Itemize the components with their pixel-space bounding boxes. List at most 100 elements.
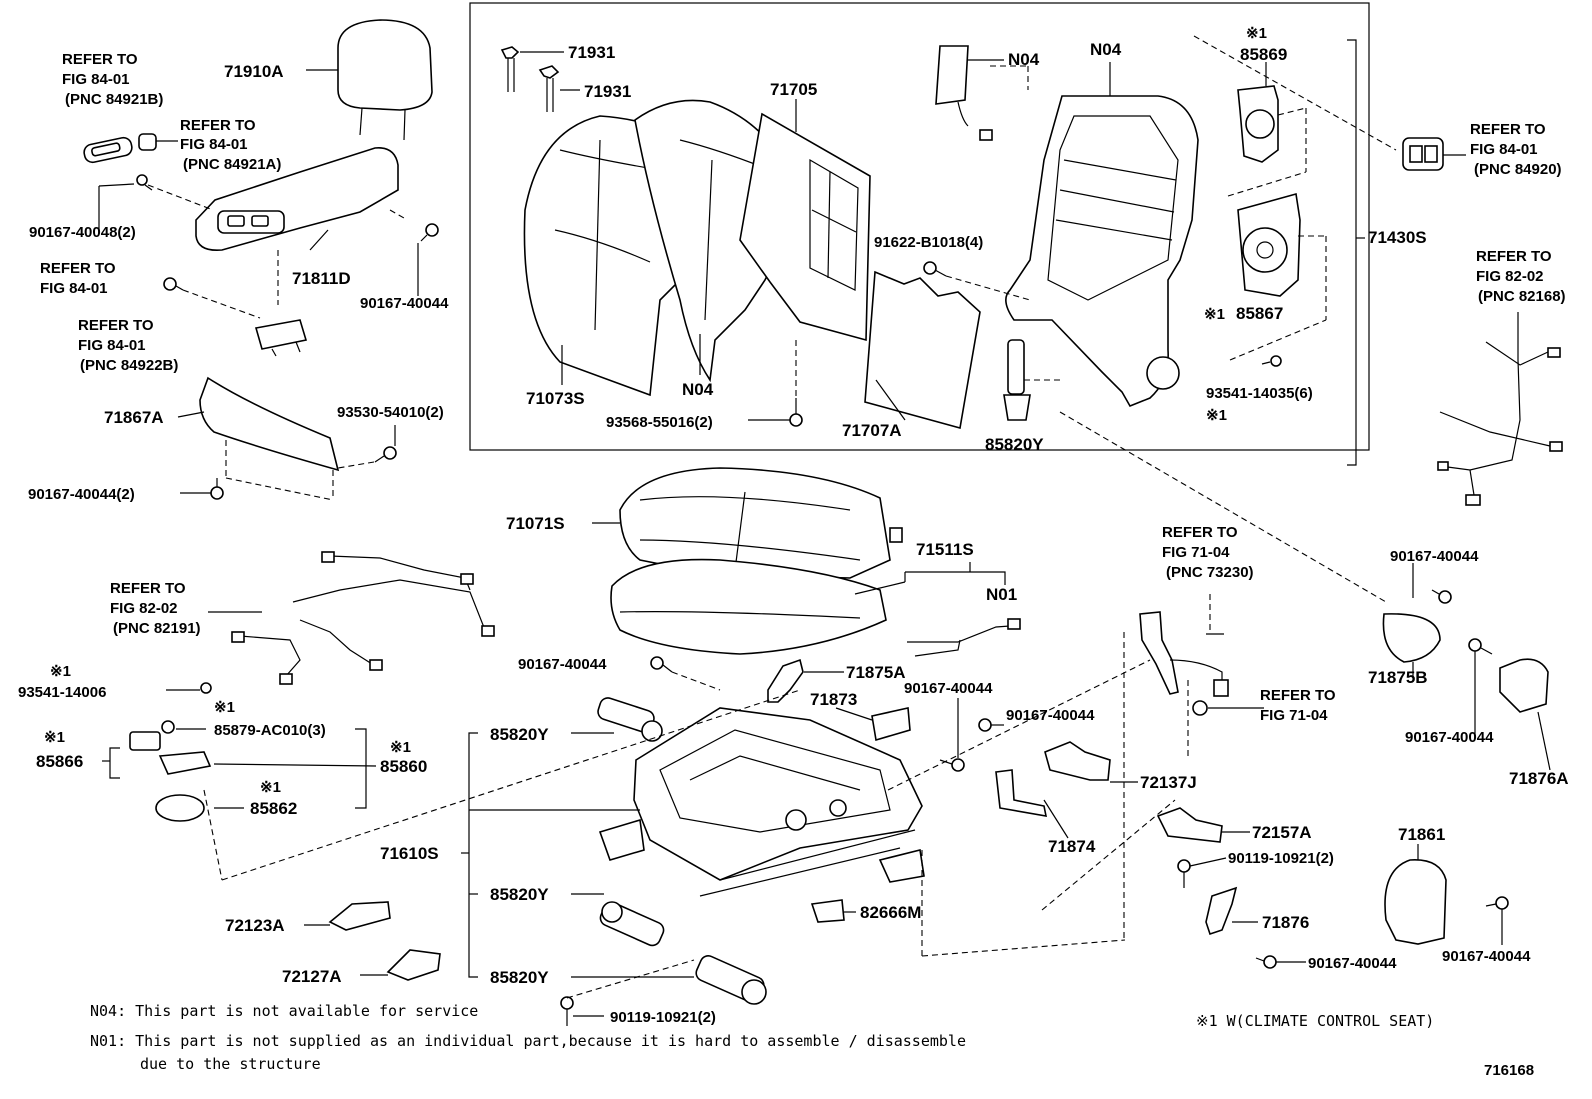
- bolt-90119-10921-b[interactable]: [560, 996, 574, 1026]
- callout-90167-40044-seat: 90167-40044: [518, 656, 607, 673]
- callout-71071S: 71071S: [506, 514, 565, 533]
- note-N01-line1: N01: This part is not supplied as an ind…: [90, 1032, 966, 1050]
- clip-71931-a[interactable]: [500, 46, 520, 92]
- motor-85820Y-top[interactable]: [1003, 339, 1031, 421]
- seat-cover-71811D[interactable]: [195, 147, 399, 252]
- switch-knob-84921A[interactable]: [138, 133, 157, 151]
- screw-ref-84-01[interactable]: [163, 277, 184, 291]
- figure-id: 716168: [1484, 1062, 1534, 1079]
- callout-71873: 71873: [810, 690, 857, 709]
- bracket-71876[interactable]: [1205, 886, 1238, 936]
- svg-text:REFER TO: REFER TO: [180, 117, 256, 134]
- callout-71910A: 71910A: [224, 62, 284, 81]
- bracket-71874[interactable]: [995, 769, 1048, 817]
- callout-85820Y-2: 85820Y: [490, 885, 549, 904]
- mark-85869: ※1: [1246, 25, 1267, 42]
- bracket-84922B[interactable]: [254, 319, 308, 357]
- callout-72157A: 72157A: [1252, 823, 1312, 842]
- screw-91622-B1018[interactable]: [923, 261, 947, 277]
- mark-85867: ※1: [1204, 306, 1225, 323]
- callout-71876: 71876: [1262, 913, 1309, 932]
- bracket-71876A[interactable]: [1499, 658, 1549, 713]
- refer-84920: REFER TO FIG 84-01 (PNC 84920): [1470, 121, 1562, 178]
- svg-text:FIG 84-01: FIG 84-01: [1470, 141, 1538, 158]
- bolt-90119-10921-a[interactable]: [1177, 859, 1191, 888]
- motor-85820Y-3[interactable]: [694, 953, 767, 1005]
- screw-90167-40044-b1[interactable]: [1255, 955, 1277, 969]
- svg-text:FIG 84-01: FIG 84-01: [78, 337, 146, 354]
- bracket-71875B[interactable]: [1382, 613, 1441, 663]
- module-85866[interactable]: [129, 731, 161, 751]
- heater-unit-N04[interactable]: [935, 45, 993, 141]
- pad-72157A[interactable]: [1156, 807, 1223, 843]
- screw-93568-55016[interactable]: [789, 398, 803, 427]
- mark-85866: ※1: [44, 729, 65, 746]
- bracket-71875A[interactable]: [767, 658, 804, 703]
- back-board-71705[interactable]: [739, 112, 871, 342]
- callout-90167-40048: 90167-40048(2): [29, 224, 136, 241]
- pad-72127A[interactable]: [386, 949, 441, 981]
- wiring-harness-82168[interactable]: [1437, 312, 1563, 506]
- module-85862[interactable]: [155, 794, 205, 822]
- pad-72137J[interactable]: [1044, 741, 1111, 781]
- seat-foam-71511S[interactable]: [610, 558, 887, 655]
- callout-71861: 71861: [1398, 825, 1445, 844]
- screw-90167-40044-seat[interactable]: [650, 656, 673, 673]
- callout-85879-AC010: 85879-AC010(3): [214, 722, 326, 739]
- callout-71811D: 71811D: [292, 269, 351, 288]
- seat-track-71610S[interactable]: [598, 707, 925, 897]
- svg-text:FIG 84-01: FIG 84-01: [62, 71, 130, 88]
- screw-85879-AC010[interactable]: [161, 720, 175, 734]
- svg-text:FIG 82-02: FIG 82-02: [1476, 268, 1544, 285]
- seatback-frame-N04[interactable]: [1005, 95, 1199, 408]
- trim-71867A[interactable]: [199, 376, 340, 472]
- screw-90167-40044-r1[interactable]: [1431, 589, 1452, 604]
- screw-90167-40044-b2[interactable]: [1485, 896, 1509, 910]
- svg-text:FIG 84-01: FIG 84-01: [180, 136, 248, 153]
- callout-93541-14035: 93541-14035(6): [1206, 385, 1313, 402]
- clip-82666M[interactable]: [810, 899, 845, 923]
- wiring-harness-82191[interactable]: [231, 551, 495, 685]
- callout-90167-40044-m2: 90167-40044: [1006, 707, 1095, 724]
- screw-93541-14035[interactable]: [1261, 355, 1282, 367]
- callout-71867A: 71867A: [104, 408, 164, 427]
- screw-90167-40048[interactable]: [136, 174, 153, 191]
- svg-text:FIG 71-04: FIG 71-04: [1260, 707, 1328, 724]
- svg-text:FIG 82-02: FIG 82-02: [110, 600, 178, 617]
- screw-93541-14006[interactable]: [200, 682, 212, 694]
- screw-93530-54010[interactable]: [374, 446, 397, 463]
- module-85860[interactable]: [158, 751, 212, 775]
- pad-72123A[interactable]: [328, 901, 391, 931]
- callout-90167-40044-b1: 90167-40044: [1308, 955, 1397, 972]
- callout-85867: 85867: [1236, 304, 1283, 323]
- refer-71-04: REFER TO FIG 71-04: [1260, 687, 1336, 724]
- screw-90167-40044-m2[interactable]: [978, 718, 992, 732]
- callout-85862: 85862: [250, 799, 297, 818]
- callout-85820Y-3: 85820Y: [490, 968, 549, 987]
- cover-71861[interactable]: [1384, 859, 1447, 945]
- panel-71707A[interactable]: [864, 270, 981, 430]
- screw-90167-40044-r2[interactable]: [1468, 638, 1493, 655]
- screw-90167-40044-upper[interactable]: [420, 223, 439, 242]
- callout-N04-frame: N04: [1090, 40, 1122, 59]
- seat-belt-buckle[interactable]: [1139, 611, 1229, 716]
- callout-71511S: 71511S: [916, 540, 974, 559]
- motor-85820Y-2[interactable]: [598, 900, 666, 948]
- bracket-71873[interactable]: [871, 707, 911, 742]
- screw-90167-40044-m1[interactable]: [939, 758, 965, 772]
- wire-N01[interactable]: [907, 618, 1021, 657]
- screw-90167-40044-x2[interactable]: [210, 478, 224, 500]
- svg-text:(PNC 84920): (PNC 84920): [1474, 161, 1562, 178]
- fan-unit-85869[interactable]: [1237, 85, 1279, 163]
- seat-cover-71071S[interactable]: [619, 467, 903, 579]
- fan-unit-85867[interactable]: [1237, 192, 1301, 297]
- callout-90167-40044-b2: 90167-40044: [1442, 948, 1531, 965]
- headrest-71910A[interactable]: [337, 19, 433, 141]
- clip-71931-b[interactable]: [538, 65, 560, 112]
- callout-71876A: 71876A: [1509, 769, 1569, 788]
- motor-85820Y-1[interactable]: [596, 696, 663, 742]
- switch-part-84921B[interactable]: [83, 136, 134, 164]
- switch-84920[interactable]: [1402, 137, 1444, 171]
- callout-90167-40044-r2: 90167-40044: [1405, 729, 1494, 746]
- callout-71875B: 71875B: [1368, 668, 1428, 687]
